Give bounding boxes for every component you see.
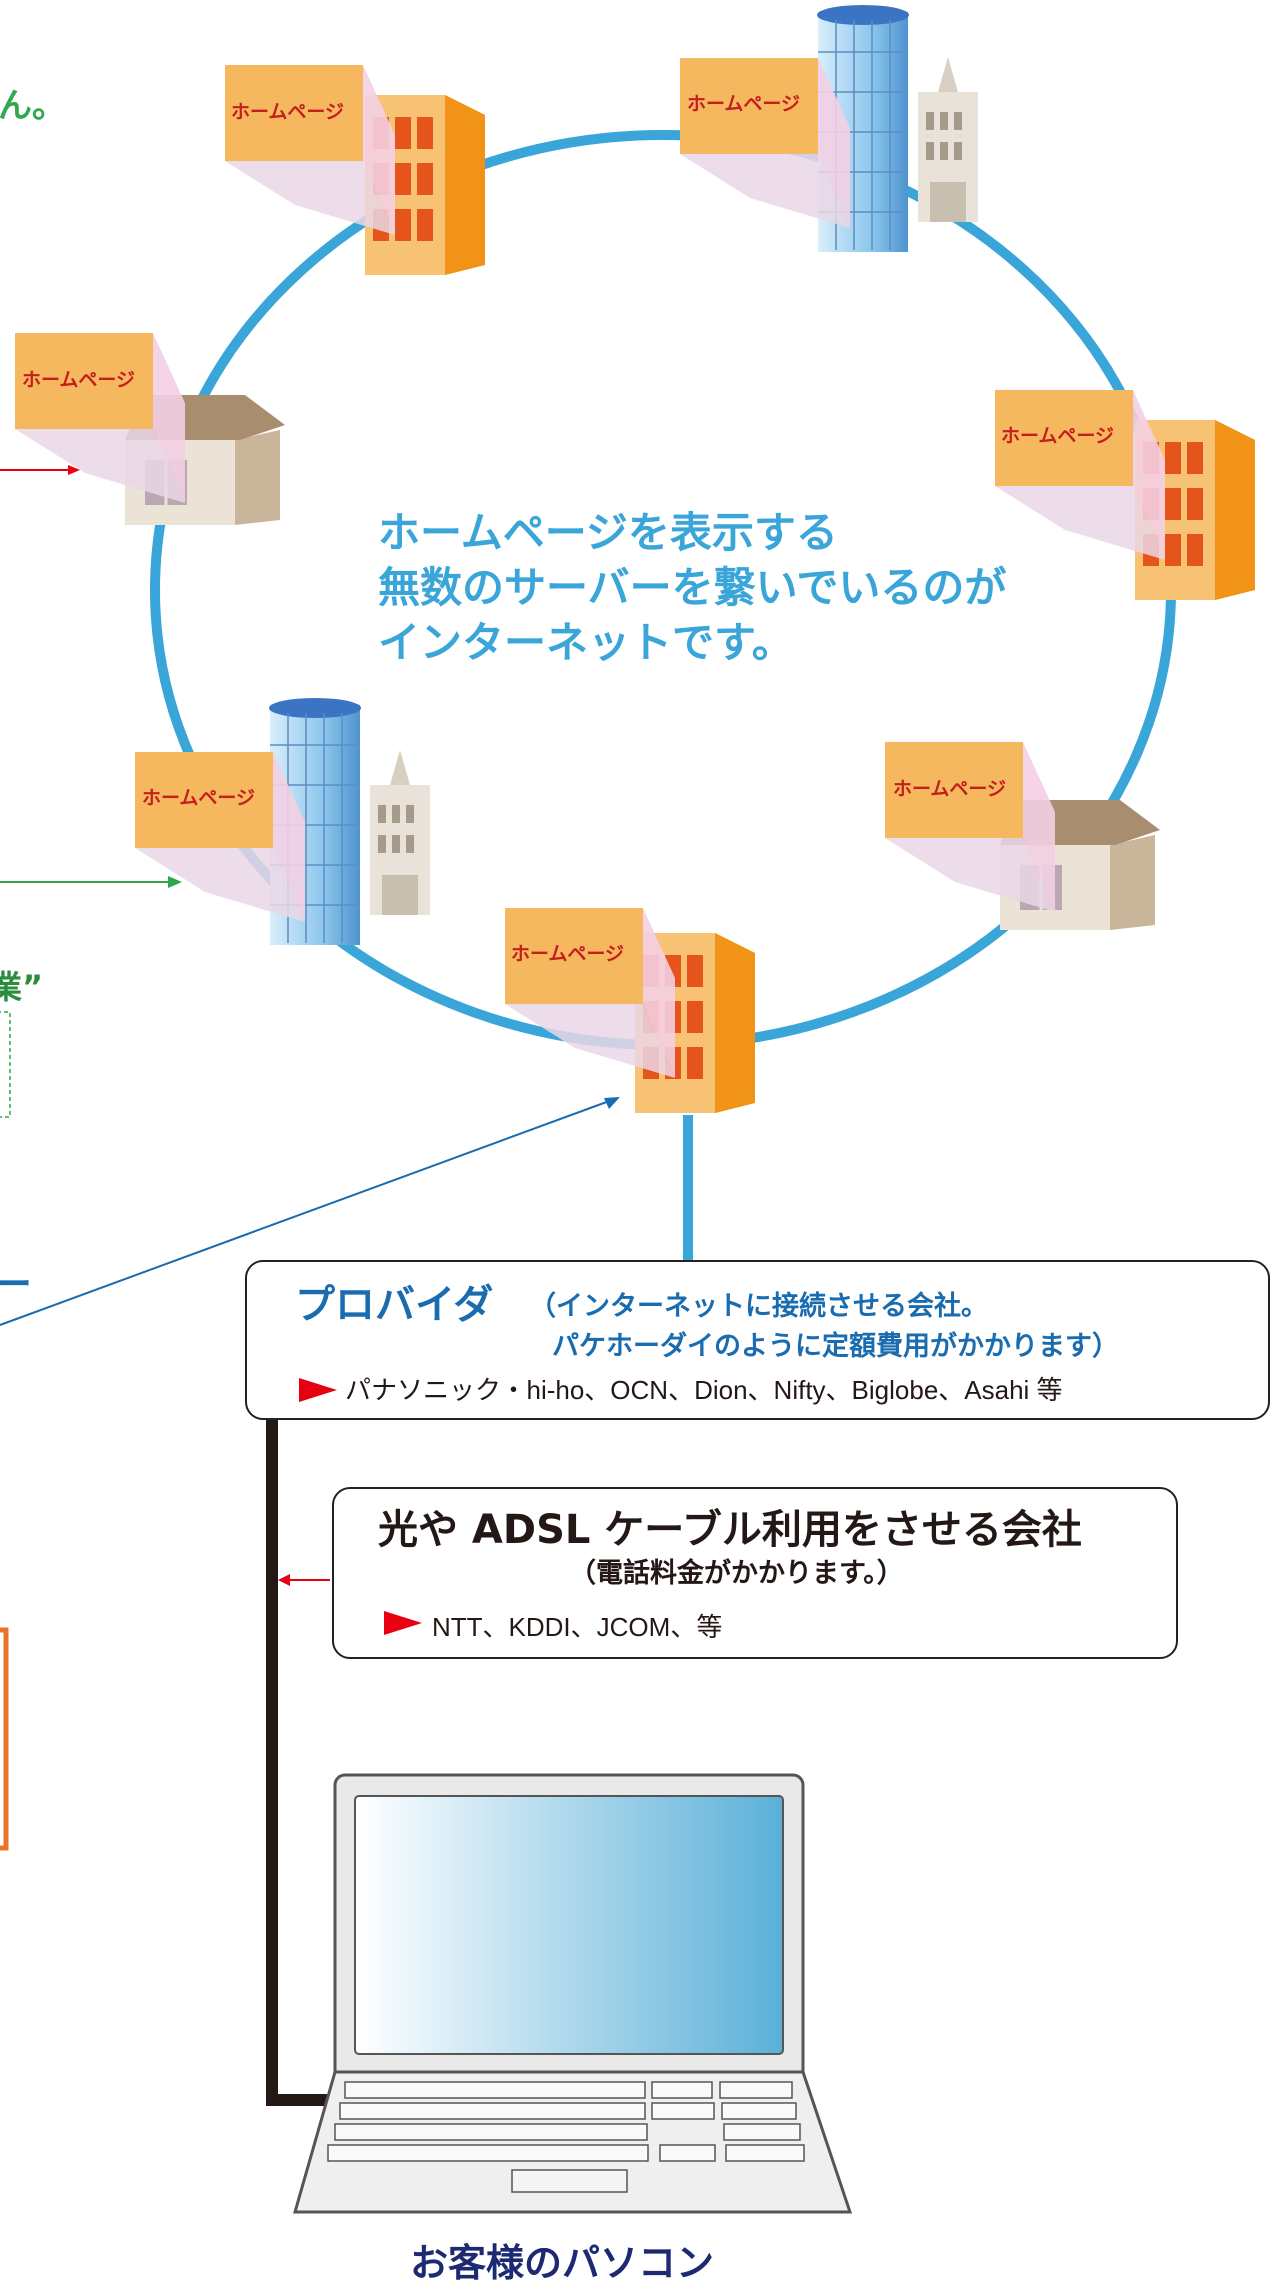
homepage-note-label: ホームページ: [142, 787, 255, 809]
server-house-left: ホームページ: [15, 333, 287, 527]
server-tower-lower-left: ホームページ: [135, 697, 431, 946]
line-company-box: 光や ADSL ケーブル利用をさせる会社 （電話料金がかかります。） NTT、K…: [332, 1487, 1178, 1659]
left-arrows: [0, 465, 620, 1851]
cropped-text-fragment: 業”: [0, 968, 44, 1006]
provider-box: プロバイダ （インターネットに接続させる会社。 パケホーダイのように定額費用がか…: [245, 1260, 1270, 1420]
homepage-note-label: ホームページ: [22, 369, 135, 391]
pc-label: お客様のパソコン: [410, 2241, 715, 2285]
homepage-note-label: ホームページ: [893, 778, 1006, 800]
server-house-lower-right: ホームページ: [885, 742, 1162, 932]
server-tower-top-right: ホームページ: [680, 4, 979, 253]
keyboard-keys: [327, 2081, 805, 2193]
homepage-note-label: ホームページ: [1001, 425, 1114, 447]
description-line: インターネットです。: [378, 618, 794, 667]
provider-note: （インターネットに接続させる会社。: [529, 1291, 988, 1322]
internet-description: ホームページを表示する 無数のサーバーを繋いでいるのが インターネットです。: [378, 505, 1098, 670]
line-company-examples: NTT、KDDI、JCOM、等: [432, 1612, 723, 1642]
red-triangle-icon: [384, 1611, 422, 1635]
red-triangle-icon: [299, 1378, 337, 1402]
homepage-note-label: ホームページ: [231, 101, 344, 123]
provider-note: パケホーダイのように定額費用がかかります）: [552, 1331, 1119, 1362]
homepage-note-label: ホームページ: [511, 943, 624, 965]
server-office-bottom: ホームページ: [505, 908, 755, 1113]
homepage-note-label: ホームページ: [687, 93, 800, 115]
customer-laptop: [293, 1773, 853, 2214]
laptop-screen: [354, 1795, 784, 2055]
description-line: ホームページを表示する: [378, 508, 838, 557]
cropped-text-fragment: ー: [0, 1262, 32, 1308]
cable-line: [266, 1420, 330, 2106]
provider-title: プロバイダ: [295, 1282, 494, 1328]
line-company-note: （電話料金がかかります。）: [569, 1558, 904, 1589]
server-office-top-left: ホームページ: [225, 65, 485, 275]
description-line: 無数のサーバーを繋いでいるのが: [378, 563, 1007, 612]
server-office-right: ホームページ: [995, 390, 1255, 600]
provider-examples: パナソニック・hi-ho、OCN、Dion、Nifty、Biglobe、Asah…: [345, 1375, 1063, 1405]
cropped-text-fragment: ん。: [0, 86, 66, 126]
line-company-title: 光や ADSL ケーブル利用をさせる会社: [378, 1507, 1082, 1553]
